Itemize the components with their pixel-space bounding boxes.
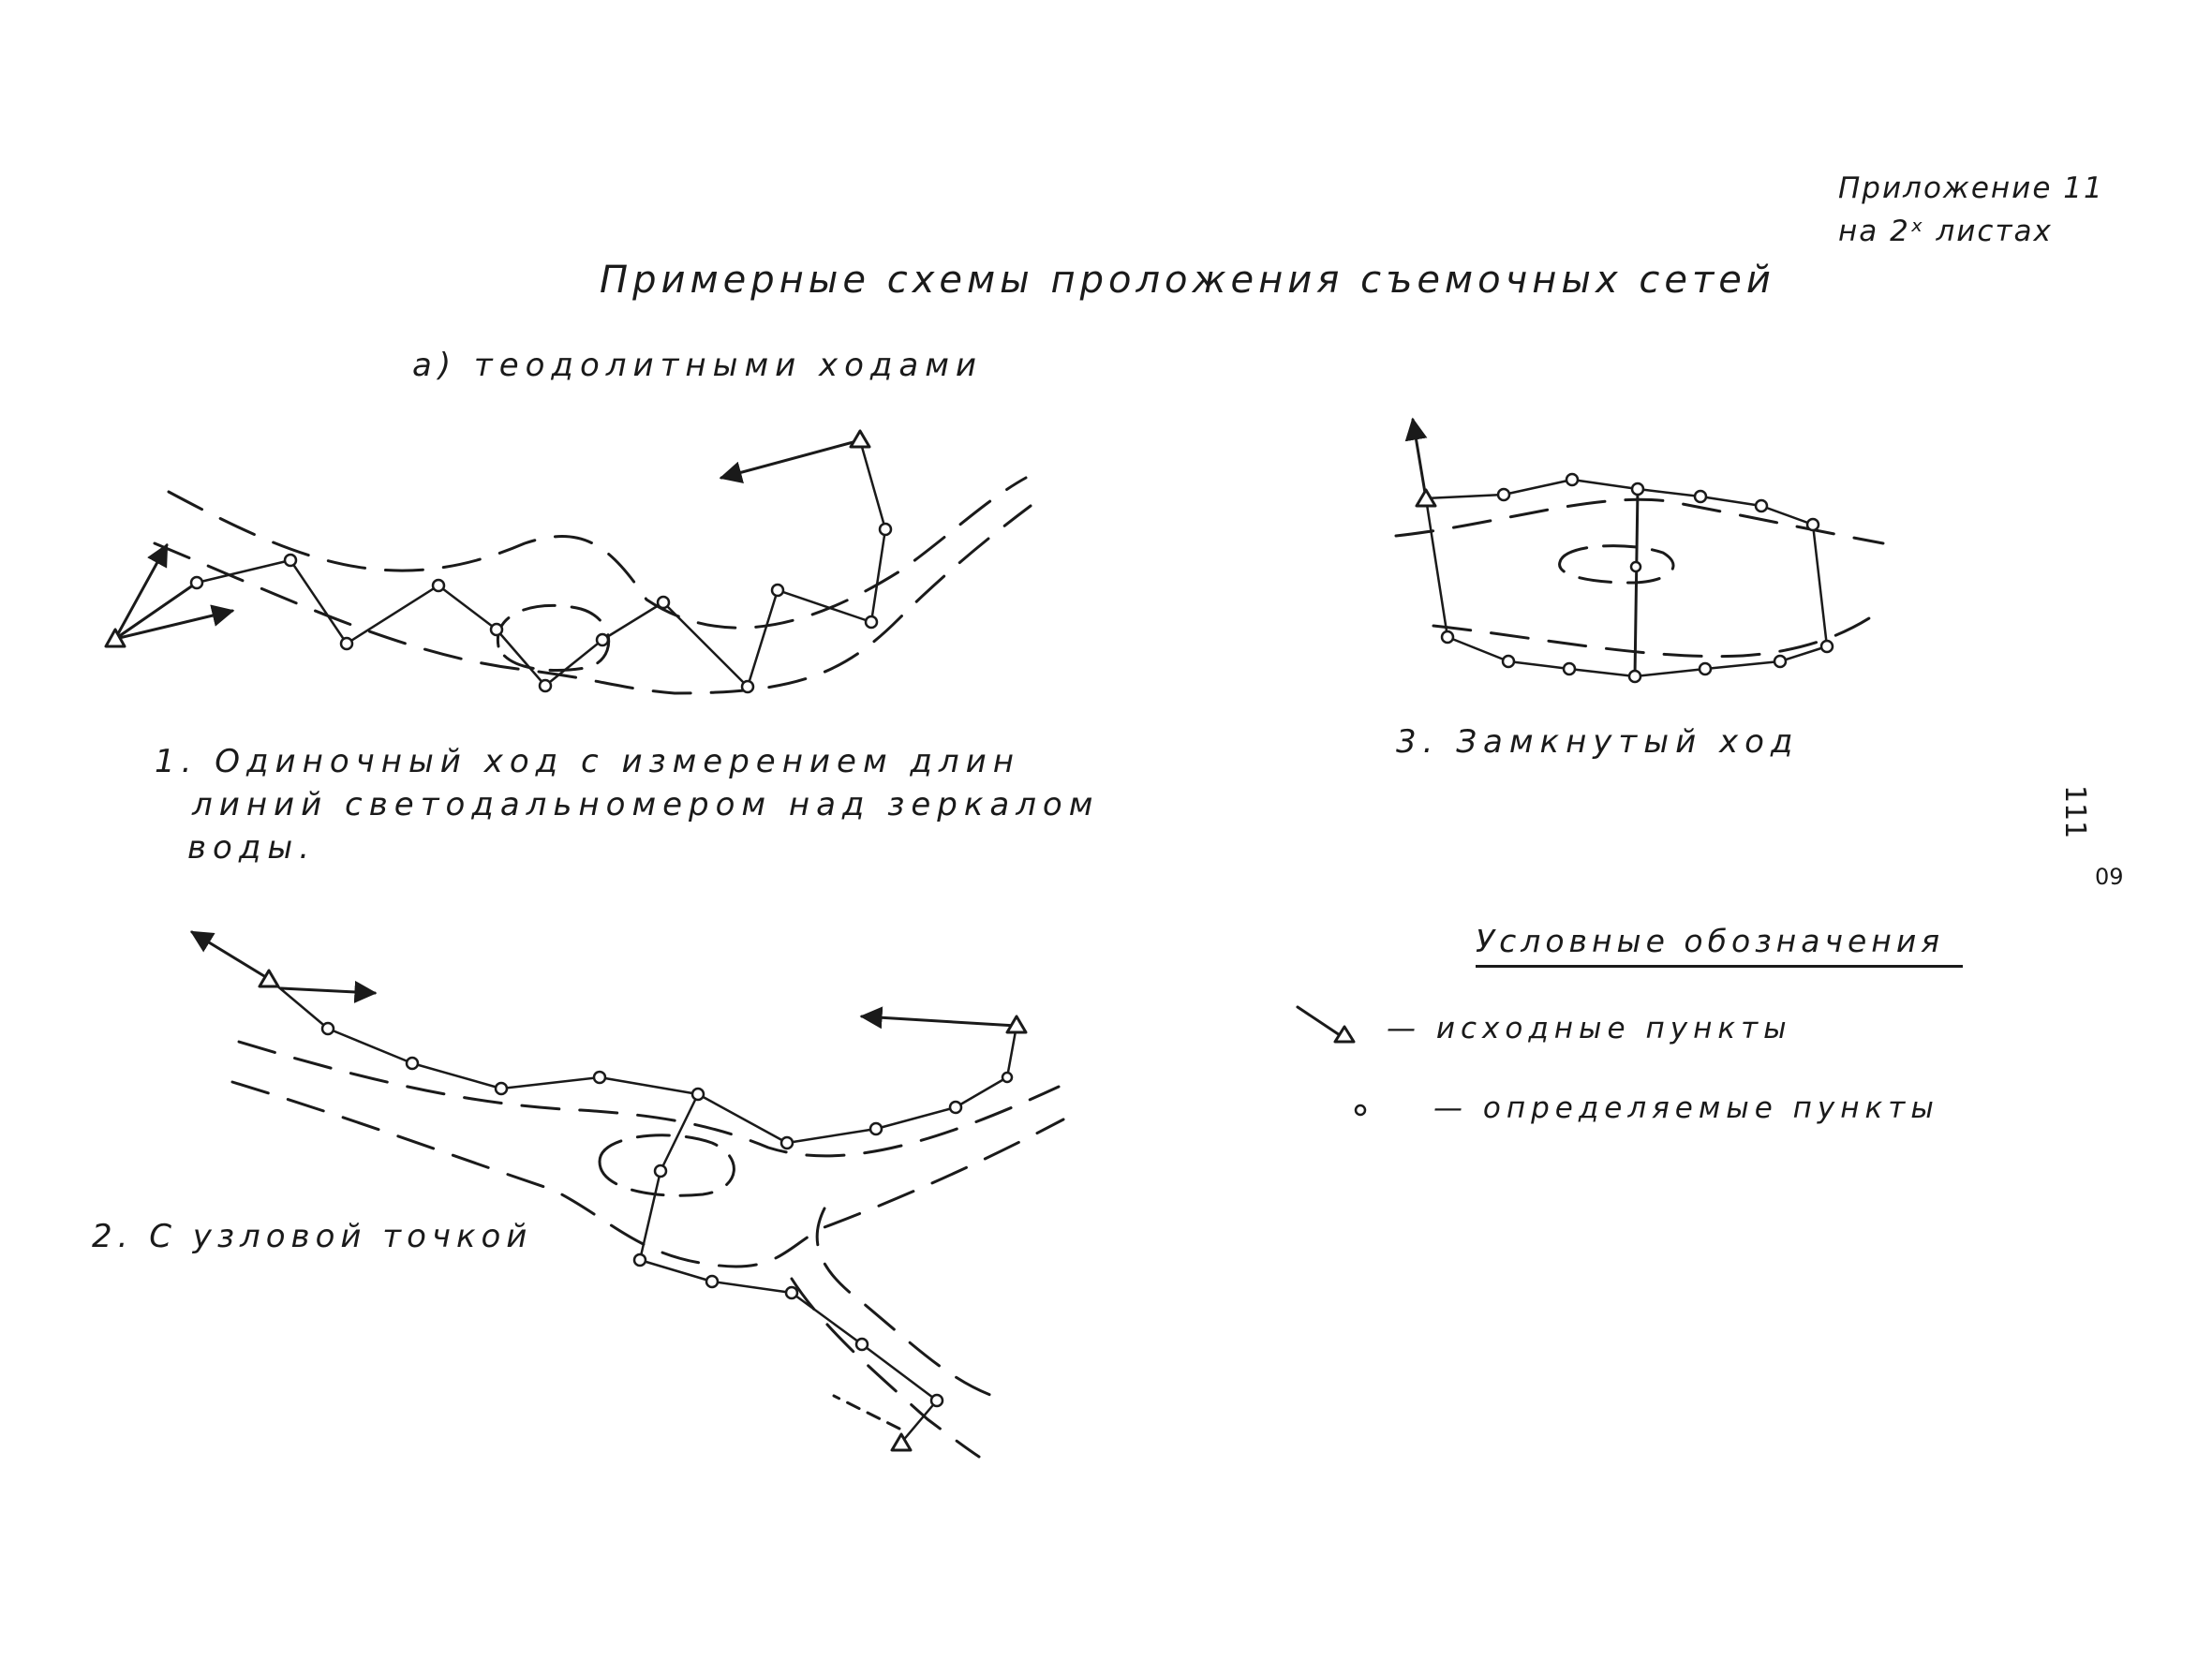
river-bank-lower [153,504,1032,695]
river-bank [815,1207,1009,1402]
traverse-line [267,977,1018,1145]
control-line [832,1394,901,1430]
river-bank [230,1080,1065,1268]
island-contour [1558,544,1675,585]
known-point-triangle [104,628,126,648]
river-bank [790,1277,981,1459]
control-line [859,1006,1018,1030]
appendix-line-1: Приложение 11 [1838,171,2104,205]
determined-points [189,522,893,694]
caption-scheme-1-line: линий светодальномером над зеркалом [192,786,1100,823]
appendix-label: Приложение 11 на 2ˣ листах [1838,167,2104,253]
traverse-line [638,1092,939,1445]
cross-line [1633,487,1640,678]
river-bank-lower [1432,607,1885,659]
caption-scheme-1-line: 1. Одиночный ход с измерением длин [155,743,1020,780]
legend-underline [1476,965,1963,968]
control-line [113,604,235,641]
circle-point-icon [1354,1104,1367,1117]
control-line [1404,417,1428,500]
legend-symbols [1296,1005,1367,1117]
legend-item-known-points: — исходные пункты [1387,1012,1792,1045]
page-title: Примерные схемы проложения съемочных сет… [600,259,1775,302]
page-number-secondary: 09 [2095,864,2124,890]
river-bank [237,1040,1061,1158]
scheme-1-single-traverse [104,429,1032,695]
triangle-arrow-icon [1296,1005,1342,1037]
control-line [719,438,862,483]
caption-scheme-1-line: воды. [187,829,316,867]
control-line [113,542,169,641]
traverse-line [113,438,887,689]
control-line [279,980,378,1003]
scheme-3-closed-traverse [1394,417,1885,684]
page-number: 111 [2058,785,2091,839]
known-point-triangle [258,969,280,988]
caption-scheme-3: 3. Замкнутый ход [1396,723,1800,761]
known-point-triangle [890,1432,913,1452]
determined-points [320,1021,1014,1408]
known-point-triangle [1005,1015,1028,1034]
river-bank-upper [167,476,1028,630]
known-point-triangle [1415,488,1437,508]
known-point-triangle [849,429,871,449]
appendix-line-2: на 2ˣ листах [1838,215,2053,248]
island-contour [496,603,611,673]
determined-points [1440,472,1834,684]
caption-scheme-1: 1. Одиночный ход с измерением длин линий… [155,740,1099,869]
section-subtitle: а) теодолитными ходами [412,347,984,384]
legend-title: Условные обозначения [1476,923,1945,959]
control-line [189,930,271,981]
triangle-arrow-icon-mark [1333,1025,1356,1044]
scheme-2-node-point [189,930,1065,1459]
island-contour [598,1134,735,1197]
legend-item-determined-points: — определяемые пункты [1433,1091,1939,1125]
caption-scheme-2: 2. С узловой точкой [92,1218,533,1255]
